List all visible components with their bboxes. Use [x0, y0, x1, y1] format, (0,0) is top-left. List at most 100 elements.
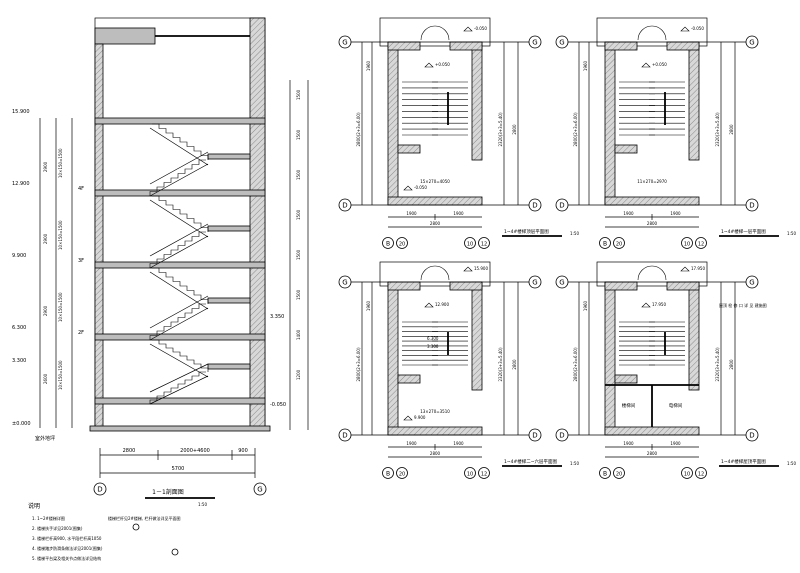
axis-bubble [555, 428, 569, 442]
section-dim-1: 2800 [123, 448, 136, 454]
plan-wall-top-right [666, 281, 700, 291]
plan-p4: GDGD2800(2+3=6.00)19602320(3+3=5.40)2800… [555, 261, 796, 479]
axis-label: 20 [399, 242, 405, 248]
axis-label: 10 [684, 472, 690, 478]
floor-slab [94, 261, 266, 269]
dim-text: 1900 [670, 211, 681, 216]
plan-door-zone [596, 261, 708, 287]
right-dim-text: 1500 [296, 89, 301, 100]
right-dim-text: 1500 [296, 129, 301, 140]
note-item: 4. 楼梯踏步防滑条做法详见2001(图集) [32, 545, 103, 551]
door-swing-icon [420, 265, 436, 281]
level-marker-icon [424, 62, 434, 68]
stair-railing [149, 295, 209, 329]
plan-wall-left [387, 281, 399, 436]
level-text: 6.300 [427, 336, 439, 341]
section-left-wall [94, 43, 104, 431]
section-stair-flights: 10×150=1500290010×150=1500290010×150=150… [43, 89, 301, 405]
plan-title: 1~4#楼梯二~六层平面图 [504, 458, 558, 465]
dim-text: 1900 [623, 441, 634, 446]
plan-wall-top-left [604, 281, 638, 291]
door-swing-icon [637, 265, 653, 281]
plan-wall-left [387, 41, 399, 206]
plan-scale: 1:50 [787, 461, 796, 466]
dim-text: 2320(3+3=5.40) [498, 347, 503, 381]
stair-soffit [149, 375, 209, 405]
stair-railing [149, 223, 209, 257]
axis-label: D [97, 486, 102, 494]
level-text: 17.950 [691, 266, 705, 271]
door-swing-icon [651, 265, 667, 281]
elev-label: 15.900 [12, 109, 30, 115]
level-marker-icon [424, 302, 434, 308]
level-marker-icon [463, 266, 473, 272]
axis-bubble [464, 467, 476, 479]
stair-soffit [149, 307, 209, 341]
stair-soffit [149, 163, 209, 197]
level-marker-icon [680, 266, 690, 272]
axis-label: G [559, 279, 564, 287]
dim-text: 1960 [366, 300, 371, 311]
axis-label: D [559, 432, 564, 440]
plan-wall-top-left [604, 41, 638, 51]
plan-scale: 1:50 [570, 231, 579, 236]
step-text: 15×270=4050 [420, 179, 450, 184]
stair-railing [149, 363, 209, 393]
right-dim-text: 1500 [296, 289, 301, 300]
plan-note: 屋顶 检 修 口 详 见 建施图 [719, 302, 767, 308]
axis-label: B [603, 241, 607, 248]
axis-bubble [555, 198, 569, 212]
dim-text: 2800 [430, 451, 441, 456]
level-right: 3.350 [270, 314, 284, 320]
axis-label: G [532, 39, 537, 47]
axis-bubble [528, 198, 542, 212]
door-swing-icon [420, 25, 436, 41]
dim-text: 1900 [623, 211, 634, 216]
axis-bubble [478, 237, 490, 249]
section-right-wall [249, 17, 266, 431]
level-text: -0.050 [474, 26, 487, 31]
level-marker-icon [463, 26, 473, 32]
plan-wall-left [604, 281, 616, 436]
axis-label: 12 [481, 472, 487, 478]
stair-flight [149, 371, 206, 404]
level-text: 9.900 [414, 415, 426, 420]
plan-wall-bottom [387, 426, 483, 436]
room-label: 楼梯间 [622, 402, 636, 409]
step-note: 10×150=1500 [58, 220, 63, 250]
axis-label: 20 [616, 472, 622, 478]
note-symbol-icon [132, 523, 140, 531]
plan-wall-bottom [604, 426, 700, 436]
elev-label: 3.300 [12, 358, 26, 364]
plan-wall-left [604, 41, 616, 206]
plan-p3: GDGD2800(2+3=6.00)19602320(3+3=5.40)2800… [338, 261, 579, 479]
dim-text: 2320(3+3=5.40) [498, 112, 503, 146]
axis-bubble [93, 482, 107, 496]
dim-text: 1900 [406, 441, 417, 446]
floor-mark: 3F [78, 258, 84, 264]
span-note: 2900 [43, 233, 48, 244]
door-swing-icon [637, 25, 653, 41]
right-dim-text: 1200 [296, 369, 301, 380]
axis-label: G [559, 39, 564, 47]
axis-label: 12 [481, 242, 487, 248]
axis-bubble [396, 467, 408, 479]
dim-text: 2800 [512, 359, 517, 370]
note-item: 2. 楼梯扶手详见2001(图集) [32, 525, 83, 531]
axis-bubble [338, 35, 352, 49]
landing [207, 153, 251, 160]
axis-bubble [613, 467, 625, 479]
axis-label: 12 [698, 242, 704, 248]
section-dim-2: 2000+4600 [180, 448, 210, 454]
stair-soffit [149, 199, 209, 238]
landing [207, 297, 251, 304]
plan-wall-inner [397, 374, 421, 384]
dim-text: 1960 [366, 60, 371, 71]
plan-wall-top-right [449, 41, 483, 51]
plan-door-zone [596, 17, 708, 47]
dim-text: 2800(2+3=6.00) [573, 347, 578, 381]
axis-label: 20 [616, 242, 622, 248]
floor-mark: 4F [78, 186, 84, 192]
span-note: 2900 [43, 305, 48, 316]
